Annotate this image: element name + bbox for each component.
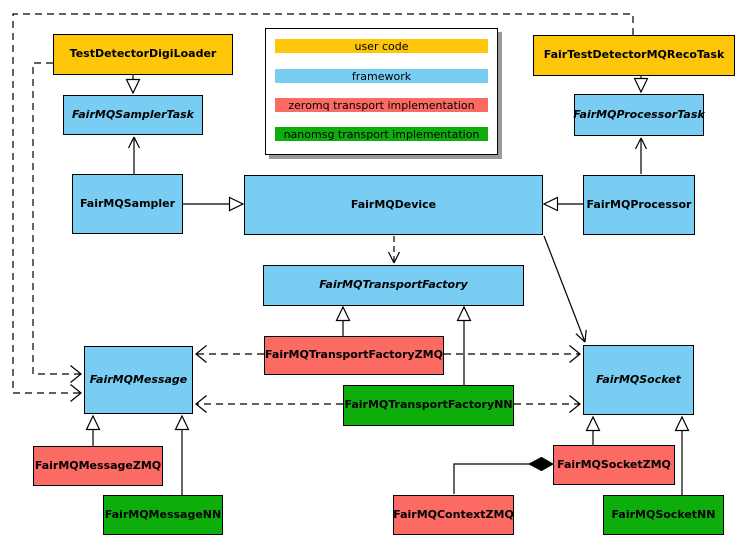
- legend-item-zeromq: zeromq transport implementation: [275, 98, 488, 112]
- node-fairmqtransportfactoryzmq: FairMQTransportFactoryZMQ: [264, 336, 444, 375]
- node-fairmqdevice: FairMQDevice: [244, 175, 543, 235]
- composition-diamond: [527, 456, 555, 472]
- edge-digiloader-to-message: [32, 62, 82, 383]
- node-fairmqtransportfactorynn: FairMQTransportFactoryNN: [343, 385, 514, 426]
- node-fairmqmessage: FairMQMessage: [84, 346, 193, 414]
- node-fairtestdetectormqrecotask: FairTestDetectorMQRecoTask: [533, 35, 735, 76]
- node-fairmqsocket: FairMQSocket: [583, 345, 694, 415]
- legend: user code framework zeromq transport imp…: [265, 28, 498, 155]
- edge-contextzmq-to-socketzmq: [453, 463, 529, 494]
- legend-item-framework: framework: [275, 69, 488, 83]
- edge-recotask-to-message: [12, 13, 634, 402]
- legend-item-nanomsg: nanomsg transport implementation: [275, 127, 488, 141]
- node-fairmqcontextzmq: FairMQContextZMQ: [393, 495, 514, 535]
- node-fairmqmessagezmq: FairMQMessageZMQ: [33, 446, 163, 486]
- edge-device-to-socket: [543, 235, 587, 343]
- node-fairmqtransportfactory: FairMQTransportFactory: [263, 265, 524, 306]
- node-fairmqsamplertask: FairMQSamplerTask: [63, 95, 203, 135]
- node-fairmqprocessortask: FairMQProcessorTask: [573, 94, 705, 136]
- node-fairmqmessagenn: FairMQMessageNN: [103, 495, 223, 535]
- node-fairmqprocessor: FairMQProcessor: [583, 175, 695, 235]
- node-fairmqsocketnn: FairMQSocketNN: [603, 495, 724, 535]
- node-fairmqsampler: FairMQSampler: [72, 174, 183, 234]
- node-fairmqsocketzmq: FairMQSocketZMQ: [553, 445, 675, 485]
- node-testdetectordigiloader: TestDetectorDigiLoader: [53, 34, 233, 75]
- legend-item-user-code: user code: [275, 39, 488, 53]
